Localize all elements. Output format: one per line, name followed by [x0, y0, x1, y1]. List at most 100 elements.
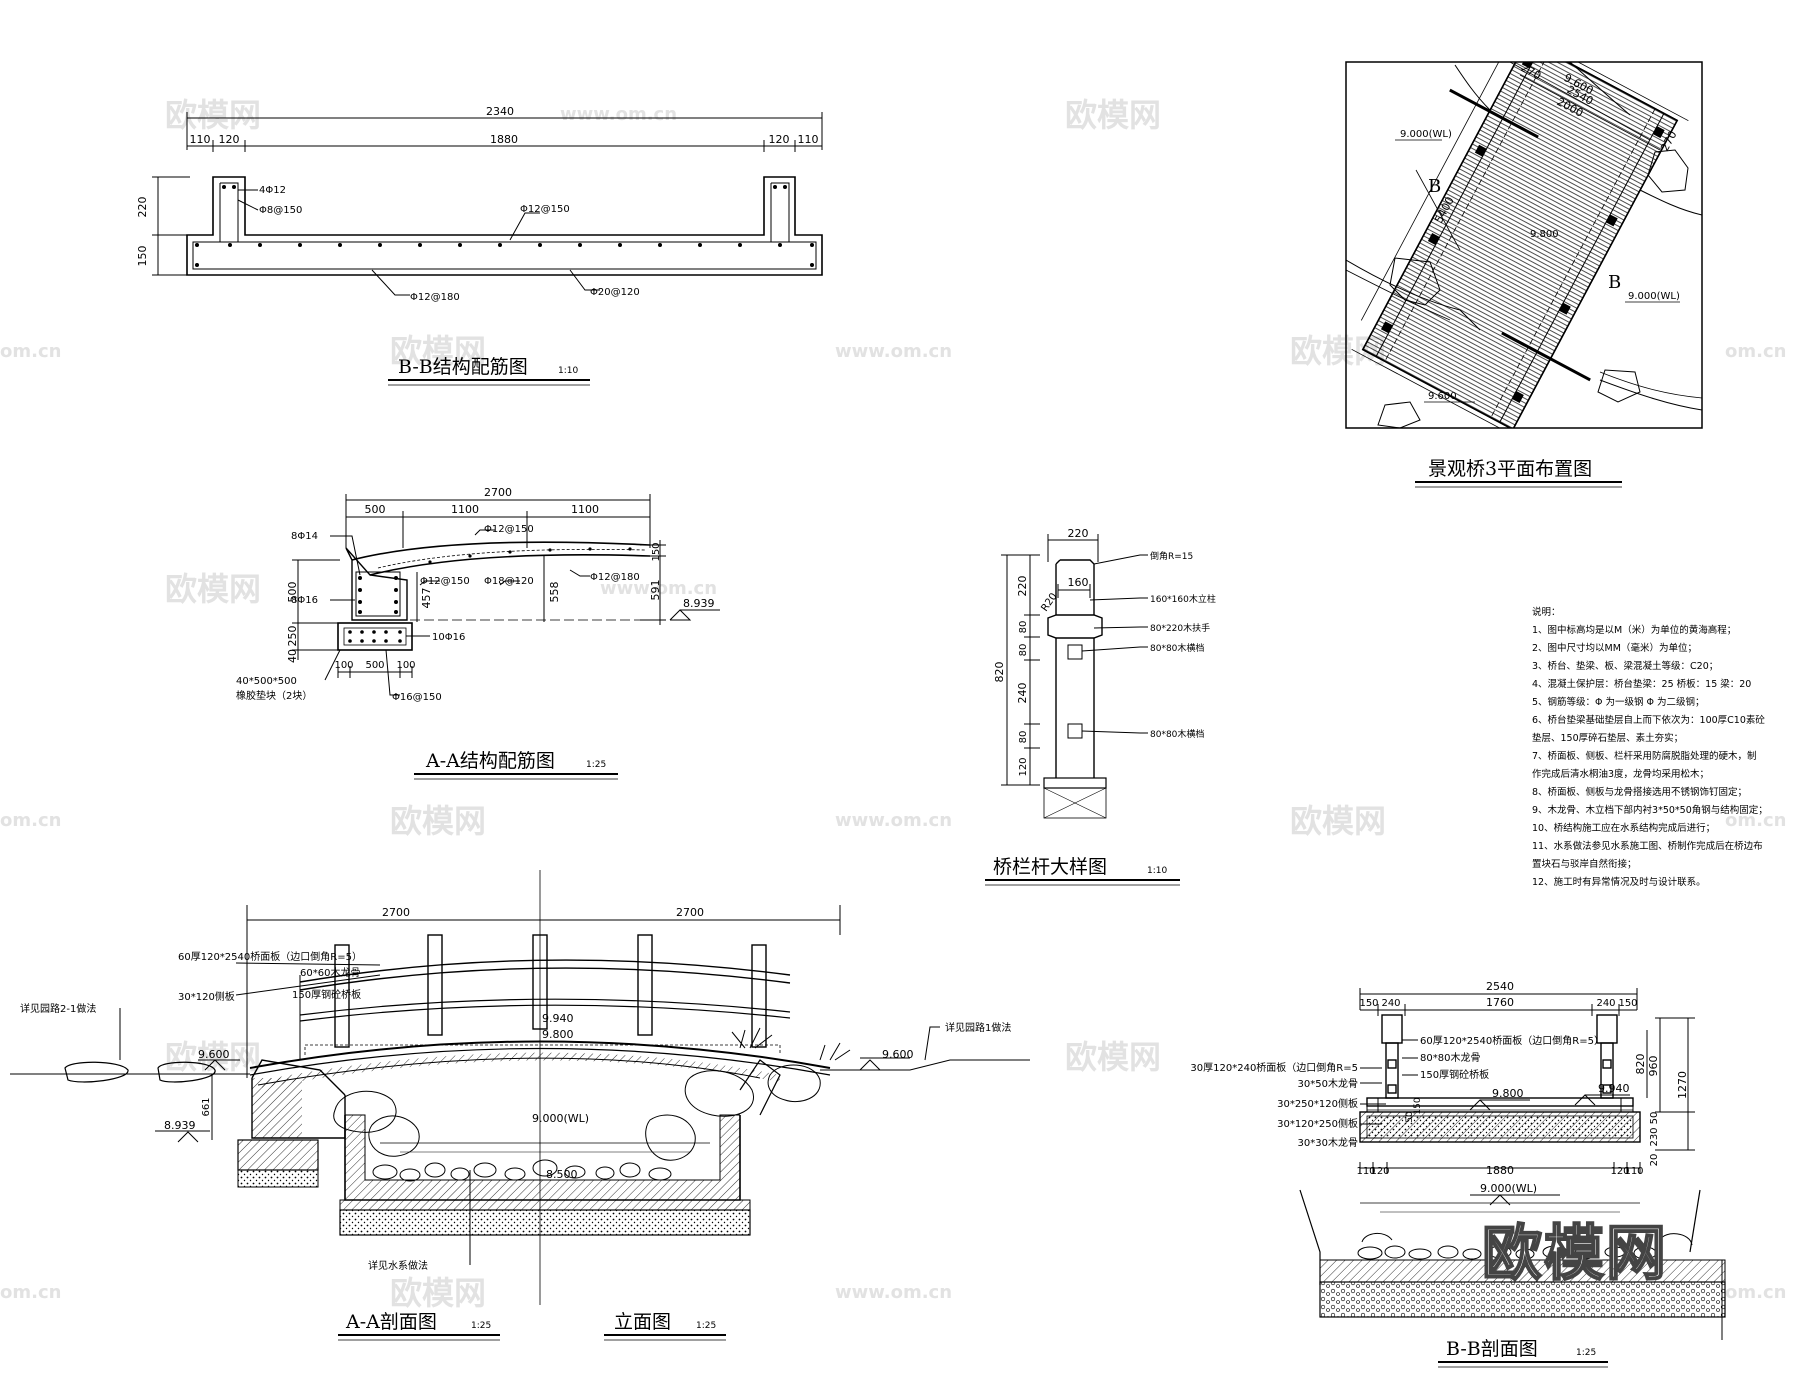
dim-120: 120 [769, 133, 790, 146]
aa-section-drawing [10, 870, 1030, 1305]
watermark-site: www.om.cn [835, 810, 952, 831]
title-elevation: 立面图 [614, 1311, 671, 1333]
dim-110: 110 [1356, 1166, 1375, 1177]
title-aa-section: A-A剖面图 [345, 1311, 437, 1333]
dim-2700: 2700 [382, 906, 410, 919]
note-line: 6、桥台垫梁基础垫层自上而下依次为：100厚C10素砼 [1532, 715, 1765, 726]
title-bb-structure: B-B结构配筋图 [398, 356, 528, 378]
elev-label: 9.600 [198, 1048, 230, 1061]
bb-label: 80*80木龙骨 [1420, 1051, 1480, 1064]
watermark-logo: 欧模网 [165, 1038, 261, 1076]
bb-label: 30厚120*240桥面板（边口倒角R=5 [1190, 1061, 1358, 1074]
dim-2540: 2540 [1486, 980, 1514, 993]
title-plan: 景观桥3平面布置图 [1428, 458, 1592, 480]
rebar-label: Φ12@180 [590, 572, 640, 583]
dim-2700: 2700 [676, 906, 704, 919]
bb-section-labels: 2540 150 240 1760 240 150 110 120 1880 1… [1190, 980, 1689, 1368]
rebar-label: Φ8@150 [259, 205, 302, 216]
bb-label: 30*250*120侧板 [1277, 1097, 1358, 1110]
watermark-site-short: om.cn [0, 810, 61, 831]
scale-label: 1:25 [471, 1321, 491, 1331]
dim-150: 150 [136, 246, 149, 267]
dim-500: 500 [365, 503, 386, 516]
note-line: 1、图中标高均是以M（米）为单位的黄海高程； [1532, 625, 1737, 636]
watermark-site-short: om.cn [0, 341, 61, 362]
rebar-label: Φ12@150 [484, 524, 534, 535]
dim-50: 50 [1405, 1111, 1415, 1123]
dim-110: 110 [190, 133, 211, 146]
dim-240: 240 [1381, 998, 1400, 1009]
dim-150: 150 [1359, 998, 1378, 1009]
scale-label: 1:25 [696, 1321, 716, 1331]
scale-label: 1:25 [1576, 1348, 1596, 1358]
elev-label: 9.940 [542, 1012, 574, 1025]
elev-label: 9.940 [1598, 1082, 1630, 1095]
note-line: 7、桥面板、侧板、栏杆采用防腐脱脂处理的硬木，制 [1532, 751, 1757, 762]
railing-note: 160*160木立柱 [1150, 593, 1216, 605]
rebar-label: Φ12@150 [520, 204, 570, 215]
watermark-logo: 欧模网 [390, 332, 486, 370]
dim-250: 250 [286, 626, 299, 647]
aa-structure-labels: 2700 500 1100 1100 500 250 40 150 591 55… [236, 486, 715, 780]
note-line: 作完成后清水桐油3度，龙骨均采用松木； [1532, 769, 1710, 780]
watermark-site: www.om.cn [835, 341, 952, 362]
watermark-layer: 欧模网 www.om.cn 欧模网 om.cn 欧模网 www.om.cn 欧模… [0, 96, 1786, 1312]
railing-detail-drawing [1001, 534, 1148, 819]
dim-1760: 1760 [1486, 996, 1514, 1009]
dim-558: 558 [548, 582, 561, 603]
elev-label: 8.939 [683, 597, 715, 610]
dim-160: 160 [1068, 576, 1089, 589]
title-bb-section: B-B剖面图 [1446, 1338, 1538, 1360]
bb-label: 30*30木龙骨 [1298, 1136, 1358, 1149]
plan-elev: 9.000(WL) [1628, 291, 1680, 302]
elev-label: 9.600 [882, 1048, 914, 1061]
rebar-label: Φ18@120 [484, 576, 534, 587]
scale-label: 1:25 [586, 760, 606, 770]
dim-120: 120 [1018, 757, 1029, 776]
watermark-logo: 欧模网 [1290, 802, 1386, 840]
watermark-logo: 欧模网 [390, 1274, 486, 1312]
plan-elev: 9.800 [1530, 229, 1559, 240]
dim-110: 110 [798, 133, 819, 146]
label-slab: 150厚钢砼桥板 [292, 988, 361, 1001]
note-line: 10、桥结构施工应在水系结构完成后进行； [1532, 823, 1716, 834]
dim-960: 960 [1647, 1056, 1660, 1077]
dim-1100: 1100 [571, 503, 599, 516]
dim-500: 500 [286, 582, 299, 603]
dim-591: 591 [649, 580, 662, 601]
note-line: 垫层、150厚碎石垫层、素土夯实； [1532, 733, 1684, 744]
label-deck-board: 60厚120*2540桥面板（边口倒角R=5） [178, 950, 362, 963]
elev-label: 9.800 [1492, 1087, 1524, 1100]
dim-220: 220 [1016, 576, 1029, 597]
scale-label: 1:10 [558, 366, 578, 376]
label-side-board: 30*120侧板 [178, 990, 235, 1003]
bb-label: 30*120*250侧板 [1277, 1117, 1358, 1130]
specification-notes: 说明： 1、图中标高均是以M（米）为单位的黄海高程； 2、图中尺寸均以MM（毫米… [1532, 604, 1772, 892]
bb-structure-labels: 2340 110 120 1880 120 110 220 150 4Φ12 Φ… [136, 105, 819, 378]
watermark-site-short: om.cn [1725, 1282, 1786, 1303]
rebar-label: 10Φ16 [432, 632, 465, 643]
section-mark-b: B [1428, 176, 1441, 197]
plan-elev: 9.000(WL) [1400, 129, 1452, 140]
dim-457: 457 [420, 588, 433, 609]
railing-note: 倒角R=15 [1150, 550, 1193, 562]
rebar-label: 8Φ14 [291, 531, 318, 542]
railing-labels: 220 160 820 220 80 80 240 80 120 R20 倒角R… [985, 527, 1216, 886]
title-aa-structure: A-A结构配筋图 [425, 750, 555, 772]
note-line: 5、钢筋等级：Φ 为一级钢 Φ 为二级钢； [1532, 697, 1705, 708]
rebar-label: 4Φ12 [259, 185, 286, 196]
watermark-site-short: om.cn [1725, 341, 1786, 362]
watermark-site: www.om.cn [560, 104, 677, 125]
dim-2340: 2340 [486, 105, 514, 118]
dim-80: 80 [1018, 644, 1029, 657]
dim-20: 20 [1649, 1154, 1660, 1167]
dim-220: 220 [136, 197, 149, 218]
bb-section-drawing [1299, 988, 1726, 1340]
dim-661: 661 [201, 1097, 212, 1116]
scale-label: 1:10 [1147, 866, 1167, 876]
label-path-ref: 详见园路1做法 [945, 1021, 1011, 1034]
dim-1880: 1880 [1486, 1164, 1514, 1177]
watermark-site-short: om.cn [1725, 810, 1786, 831]
dim-120: 120 [1370, 1166, 1389, 1177]
watermark-site: www.om.cn [835, 1282, 952, 1303]
